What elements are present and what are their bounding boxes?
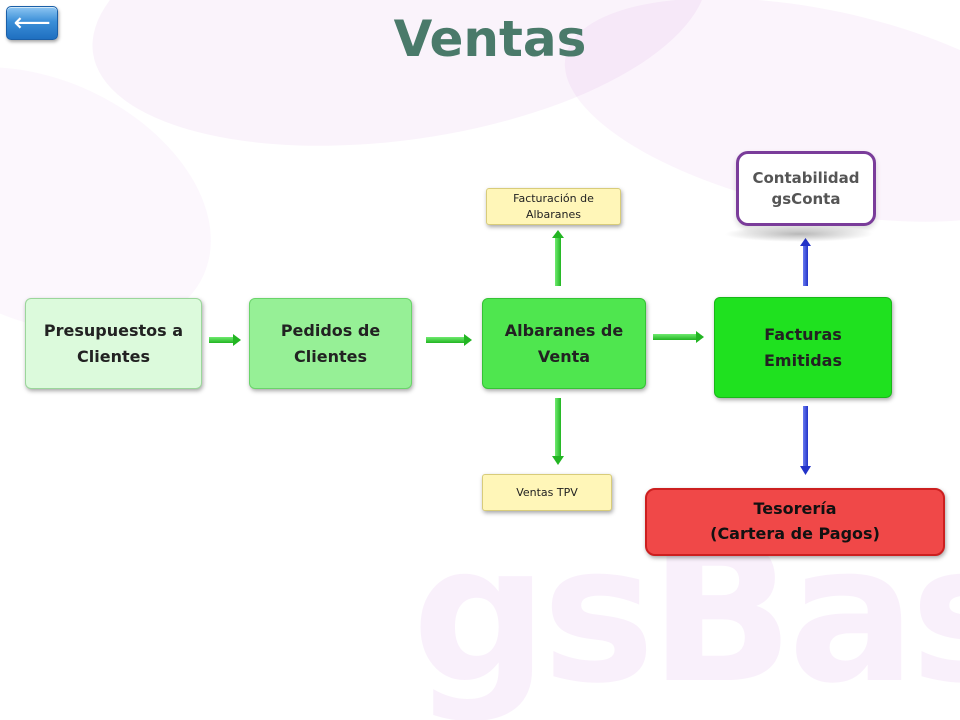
- node-tesoreria-cartera: Tesorería (Cartera de Pagos): [645, 488, 945, 556]
- node-pedidos-clientes: Pedidos de Clientes: [249, 298, 412, 389]
- node-facturas-emitidas: Facturas Emitidas: [714, 297, 892, 398]
- page-title: Ventas: [393, 10, 587, 68]
- node-ventas-tpv: Ventas TPV: [482, 474, 612, 511]
- node-facturacion-albaranes: Facturación de Albaranes: [486, 188, 621, 225]
- node-presupuestos-clientes: Presupuestos a Clientes: [25, 298, 202, 389]
- node-contabilidad-gsconta: Contabilidad gsConta: [736, 151, 876, 226]
- arrow-presupuestos-to-pedidos: [209, 334, 241, 346]
- arrow-pedidos-to-albaranes: [426, 334, 472, 346]
- arrow-facturas-to-contabilidad: [800, 238, 811, 286]
- arrow-albaranes-to-facturas: [653, 331, 704, 343]
- node-albaranes-venta: Albaranes de Venta: [482, 298, 646, 389]
- contabilidad-shadow: [724, 226, 874, 242]
- arrow-facturas-to-tesoreria: [800, 406, 811, 475]
- arrow-albaranes-to-tpv: [552, 398, 564, 465]
- back-arrow-button[interactable]: ⟵: [6, 6, 58, 40]
- arrow-albaranes-to-facturacion: [552, 230, 564, 286]
